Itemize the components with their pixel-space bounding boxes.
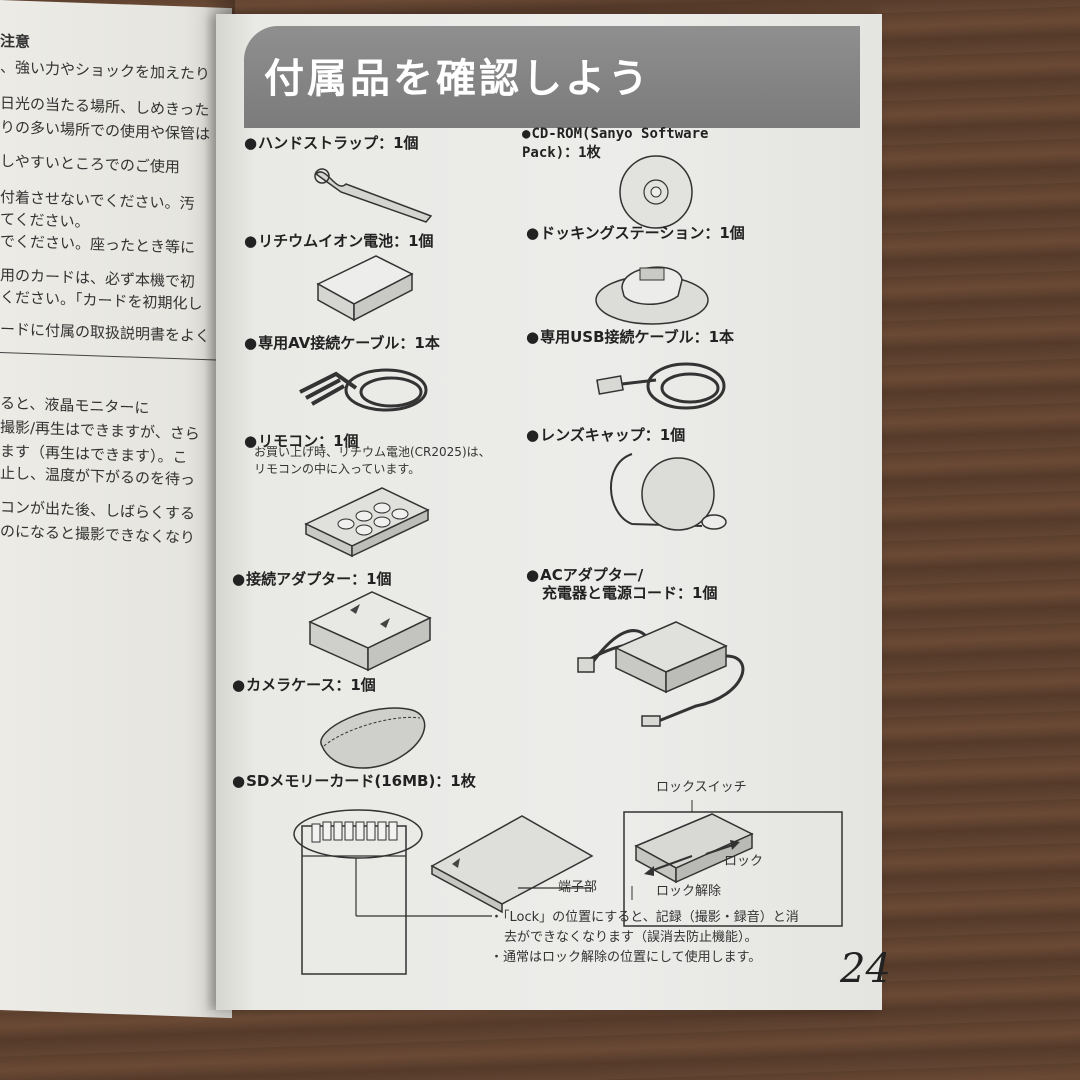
hand-strap-icon (314, 168, 433, 223)
page-number: 24 (840, 946, 891, 992)
sd-card-diagram (293, 800, 843, 975)
left-line: しやすいところでのご使用 (0, 152, 180, 177)
sd-unlock-label: ロック解除 (656, 884, 722, 899)
item-sd-card: ●SDメモリーカード(16MB)：1枚 (232, 772, 476, 790)
left-divider (0, 352, 220, 361)
docking-station-icon (595, 266, 709, 325)
cd-icon (619, 155, 693, 229)
connection-adapter-icon (308, 591, 432, 672)
left-page: 注意 、強い力やショックを加えたり 日光の当たる場所、しめきった りの多い場所で… (0, 0, 232, 1019)
left-line: 、強い力やショックを加えたり (0, 58, 211, 84)
item-cd-rom: ●CD-ROM(Sanyo Software Pack)：1枚 (522, 126, 709, 161)
sd-terminal-label: 端子部 (558, 880, 598, 895)
item-hand-strap: ●ハンドストラップ：1個 (244, 134, 419, 152)
remote-note: リモコンの中に入っています。 (254, 462, 421, 476)
sd-lock-label: ロック (724, 854, 764, 869)
title-banner: 付属品を確認しよう (244, 26, 860, 128)
left-line: 撮影/再生はできますが、さら (0, 418, 200, 443)
lens-cap-icon (610, 453, 727, 531)
item-ac-adapter: ●ACアダプター/ (526, 566, 644, 584)
item-av-cable: ●専用AV接続ケーブル：1本 (244, 334, 440, 352)
left-line: ると、液晶モニターに (0, 394, 150, 418)
battery-icon (316, 255, 414, 322)
left-line: のになると撮影できなくなり (0, 522, 196, 547)
remote-note: お買い上げ時、リチウム電池(CR2025)は、 (254, 445, 491, 459)
remote-control-icon (304, 487, 430, 558)
sd-note-3: ・通常はロック解除の位置にして使用します。 (490, 950, 762, 965)
sd-note-1: ・「Lock」の位置にすると、記録（撮影・録音）と消 (490, 910, 799, 925)
camera-case-icon (320, 707, 426, 769)
item-adapter: ●接続アダプター：1個 (232, 570, 392, 588)
page-title: 付属品を確認しよう (264, 56, 651, 102)
sd-note-2: 去ができなくなります（誤消去防止機能）。 (504, 930, 758, 945)
ac-adapter-icon (577, 621, 745, 727)
item-usb-cable: ●専用USB接続ケーブル：1本 (526, 328, 735, 346)
item-battery: ●リチウムイオン電池：1個 (244, 232, 434, 250)
left-line: コンが出た後、しばらくする (0, 498, 196, 523)
left-line: りの多い場所での使用や保管は (0, 118, 211, 144)
item-docking: ●ドッキングステーション：1個 (526, 224, 745, 242)
left-line: ードに付属の取扱説明書をよく (0, 320, 211, 346)
right-page: 付属品を確認しよう ●ハンドストラップ：1個 ●CD-ROM(Sanyo Sof… (216, 14, 891, 1010)
item-lens-cap: ●レンズキャップ：1個 (526, 426, 686, 444)
usb-cable-icon (596, 362, 726, 410)
item-ac-adapter-line2: 充電器と電源コード：1個 (542, 584, 718, 602)
item-remote: ●リモコン：1個 (244, 432, 359, 450)
left-line: 日光の当たる場所、しめきった (0, 94, 210, 120)
av-cable-icon (299, 368, 428, 412)
left-line: 注意 (0, 32, 31, 52)
left-line: てください。 (0, 210, 90, 232)
item-camera-case: ●カメラケース：1個 (232, 676, 376, 694)
sd-lock-switch-label: ロックスイッチ (656, 780, 747, 795)
left-line: でください。座ったとき等に (0, 232, 196, 257)
